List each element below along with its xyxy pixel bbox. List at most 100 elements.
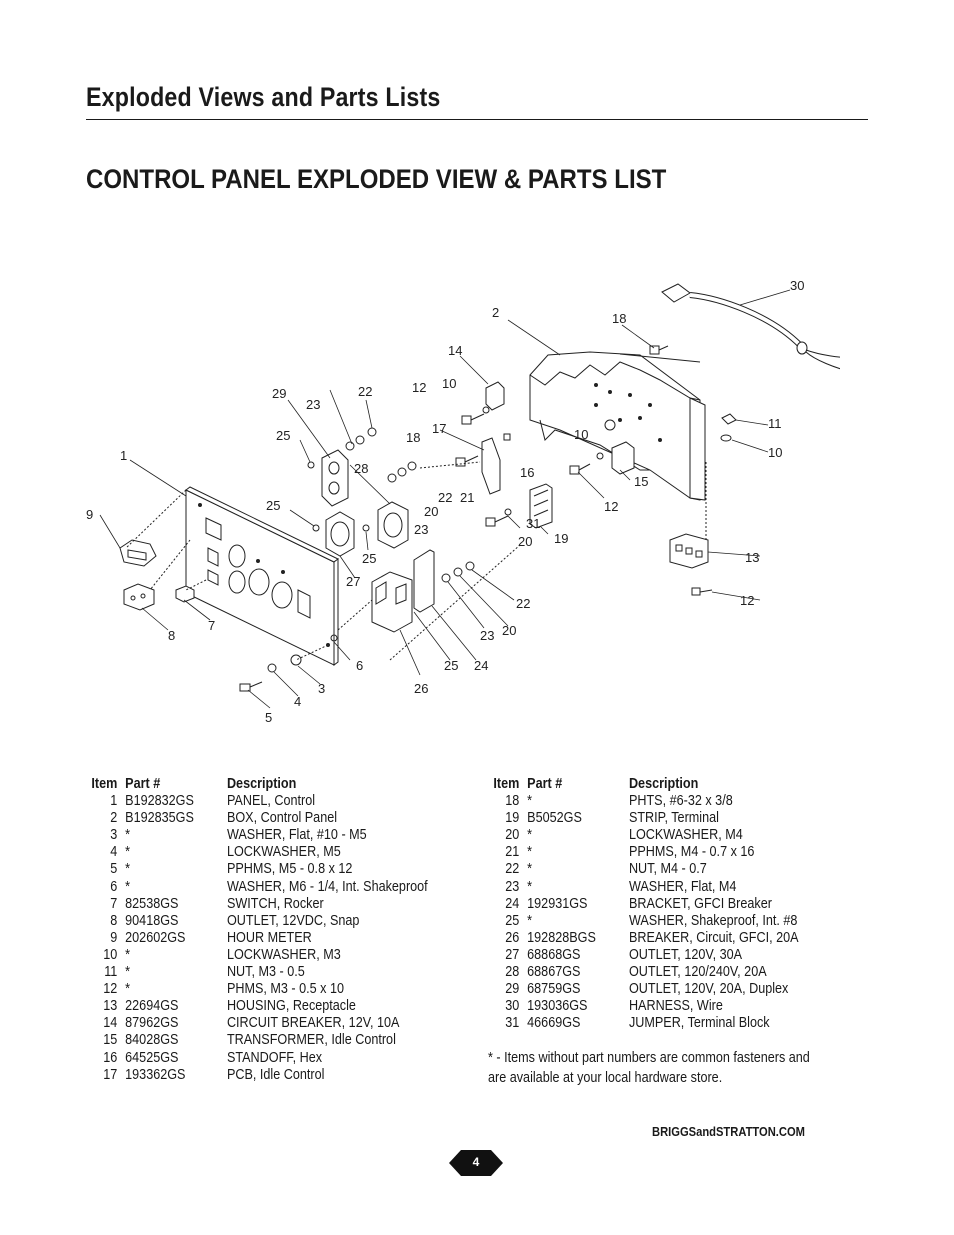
callout: 23 xyxy=(306,397,320,412)
part-item-number: 3 xyxy=(110,827,118,844)
page-title: CONTROL PANEL EXPLODED VIEW & PARTS LIST xyxy=(86,164,667,194)
callout: 30 xyxy=(790,278,804,293)
part-number: * xyxy=(527,793,533,810)
callout: 25 xyxy=(444,658,458,673)
callout: 6 xyxy=(356,658,363,673)
assembly-lines xyxy=(125,461,707,661)
section-title: Exploded Views and Parts Lists xyxy=(86,82,441,112)
item-header: Item xyxy=(493,776,520,792)
part-description: WASHER, Shakeproof, Int. #8 xyxy=(628,912,798,929)
part-item-number: 13 xyxy=(103,998,118,1015)
part-number: 68868GS xyxy=(527,946,581,963)
part-item-number: 8 xyxy=(110,912,118,929)
part-description: NUT, M3 - 0.5 xyxy=(226,964,305,981)
part-item-number: 21 xyxy=(505,844,520,861)
parts-row: 3*WASHER, Flat, #10 - M5 xyxy=(86,827,428,844)
gfci-breaker-part xyxy=(371,549,435,633)
leader-lines xyxy=(99,289,791,709)
part-description: NUT, M4 - 0.7 xyxy=(628,861,707,878)
page-number-badge: 4 xyxy=(449,1150,503,1176)
part-description: BOX, Control Panel xyxy=(226,810,338,827)
callout: 11 xyxy=(768,416,782,431)
part-number: 68759GS xyxy=(527,981,581,998)
diagram-callouts: 1 2 3 4 5 6 7 8 9 10 10 10 11 12 12 12 1… xyxy=(86,278,804,725)
callout: 18 xyxy=(406,430,420,445)
part-item-number: 11 xyxy=(104,964,118,981)
part-number: 193362GS xyxy=(125,1066,186,1083)
callout: 28 xyxy=(354,461,368,476)
part-number: * xyxy=(125,827,131,844)
callout: 27 xyxy=(346,574,360,589)
callout: 18 xyxy=(612,311,626,326)
part-description: BREAKER, Circuit, GFCI, 20A xyxy=(628,929,799,946)
control-panel-part xyxy=(185,486,339,666)
callout: 10 xyxy=(442,376,456,391)
part-description: LOCKWASHER, M4 xyxy=(628,827,743,844)
part-number: 22694GS xyxy=(125,998,179,1015)
part-description: CIRCUIT BREAKER, 12V, 10A xyxy=(226,1015,400,1032)
part-item-number: 28 xyxy=(505,964,520,981)
parts-list-header: Item Part # Description xyxy=(86,776,428,793)
part-item-number: 14 xyxy=(103,1015,118,1032)
part-item-number: 20 xyxy=(505,827,520,844)
callout: 22 xyxy=(438,490,452,505)
part-item-number: 18 xyxy=(505,793,520,810)
part-number: 192828BGS xyxy=(527,929,596,946)
parts-row: 21*PPHMS, M4 - 0.7 x 16 xyxy=(488,844,799,861)
outlet-30a-part xyxy=(325,511,355,557)
part-number: 202602GS xyxy=(125,929,186,946)
footnote-line: are available at your local hardware sto… xyxy=(488,1070,723,1086)
part-description: HOUR METER xyxy=(226,929,312,946)
pcb-part xyxy=(481,437,501,495)
callout: 13 xyxy=(745,550,759,565)
part-number: 68867GS xyxy=(527,964,581,981)
parts-list-header: Item Part # Description xyxy=(488,776,799,793)
part-number: 46669GS xyxy=(527,1015,581,1032)
dc-outlet-part xyxy=(123,583,155,611)
parts-row: 13 22694GS HOUSING, Receptacle xyxy=(86,998,428,1015)
part-number: * xyxy=(125,878,131,895)
control-box-part xyxy=(529,351,706,501)
callout: 23 xyxy=(414,522,428,537)
callout: 14 xyxy=(448,343,462,358)
part-description: OUTLET, 12VDC, Snap xyxy=(226,912,360,929)
part-item-number: 7 xyxy=(110,895,118,912)
callout: 3 xyxy=(318,681,325,696)
part-description: HARNESS, Wire xyxy=(628,998,723,1015)
part-number: 84028GS xyxy=(125,1032,179,1049)
description-header: Description xyxy=(226,776,297,792)
callout: 22 xyxy=(516,596,530,611)
part-number: 64525GS xyxy=(125,1049,179,1066)
part-description: HOUSING, Receptacle xyxy=(226,998,356,1015)
part-description: JUMPER, Terminal Block xyxy=(628,1015,770,1032)
callout: 20 xyxy=(424,504,438,519)
part-description: PHMS, M3 - 0.5 x 10 xyxy=(226,981,345,998)
part-number: B192835GS xyxy=(125,810,194,827)
callout: 7 xyxy=(208,618,215,633)
item-header: Item xyxy=(91,776,118,792)
part-description: PCB, Idle Control xyxy=(226,1066,325,1083)
callout: 25 xyxy=(276,428,290,443)
footnote: * - Items without part numbers are commo… xyxy=(488,1048,858,1088)
callout: 25 xyxy=(266,498,280,513)
callout: 10 xyxy=(768,445,782,460)
part-description: PHTS, #6-32 x 3/8 xyxy=(628,793,733,810)
part-item-number: 1 xyxy=(110,793,118,810)
part-number: 192931GS xyxy=(527,895,588,912)
website-link[interactable]: BRIGGSandSTRATTON.COM xyxy=(652,1124,805,1139)
part-description: TRANSFORMER, Idle Control xyxy=(226,1032,396,1049)
callout: 4 xyxy=(294,694,301,709)
part-description: LOCKWASHER, M5 xyxy=(226,844,341,861)
part-item-number: 29 xyxy=(505,981,520,998)
callout: 25 xyxy=(362,551,376,566)
callout: 16 xyxy=(520,465,534,480)
callout: 8 xyxy=(168,628,175,643)
